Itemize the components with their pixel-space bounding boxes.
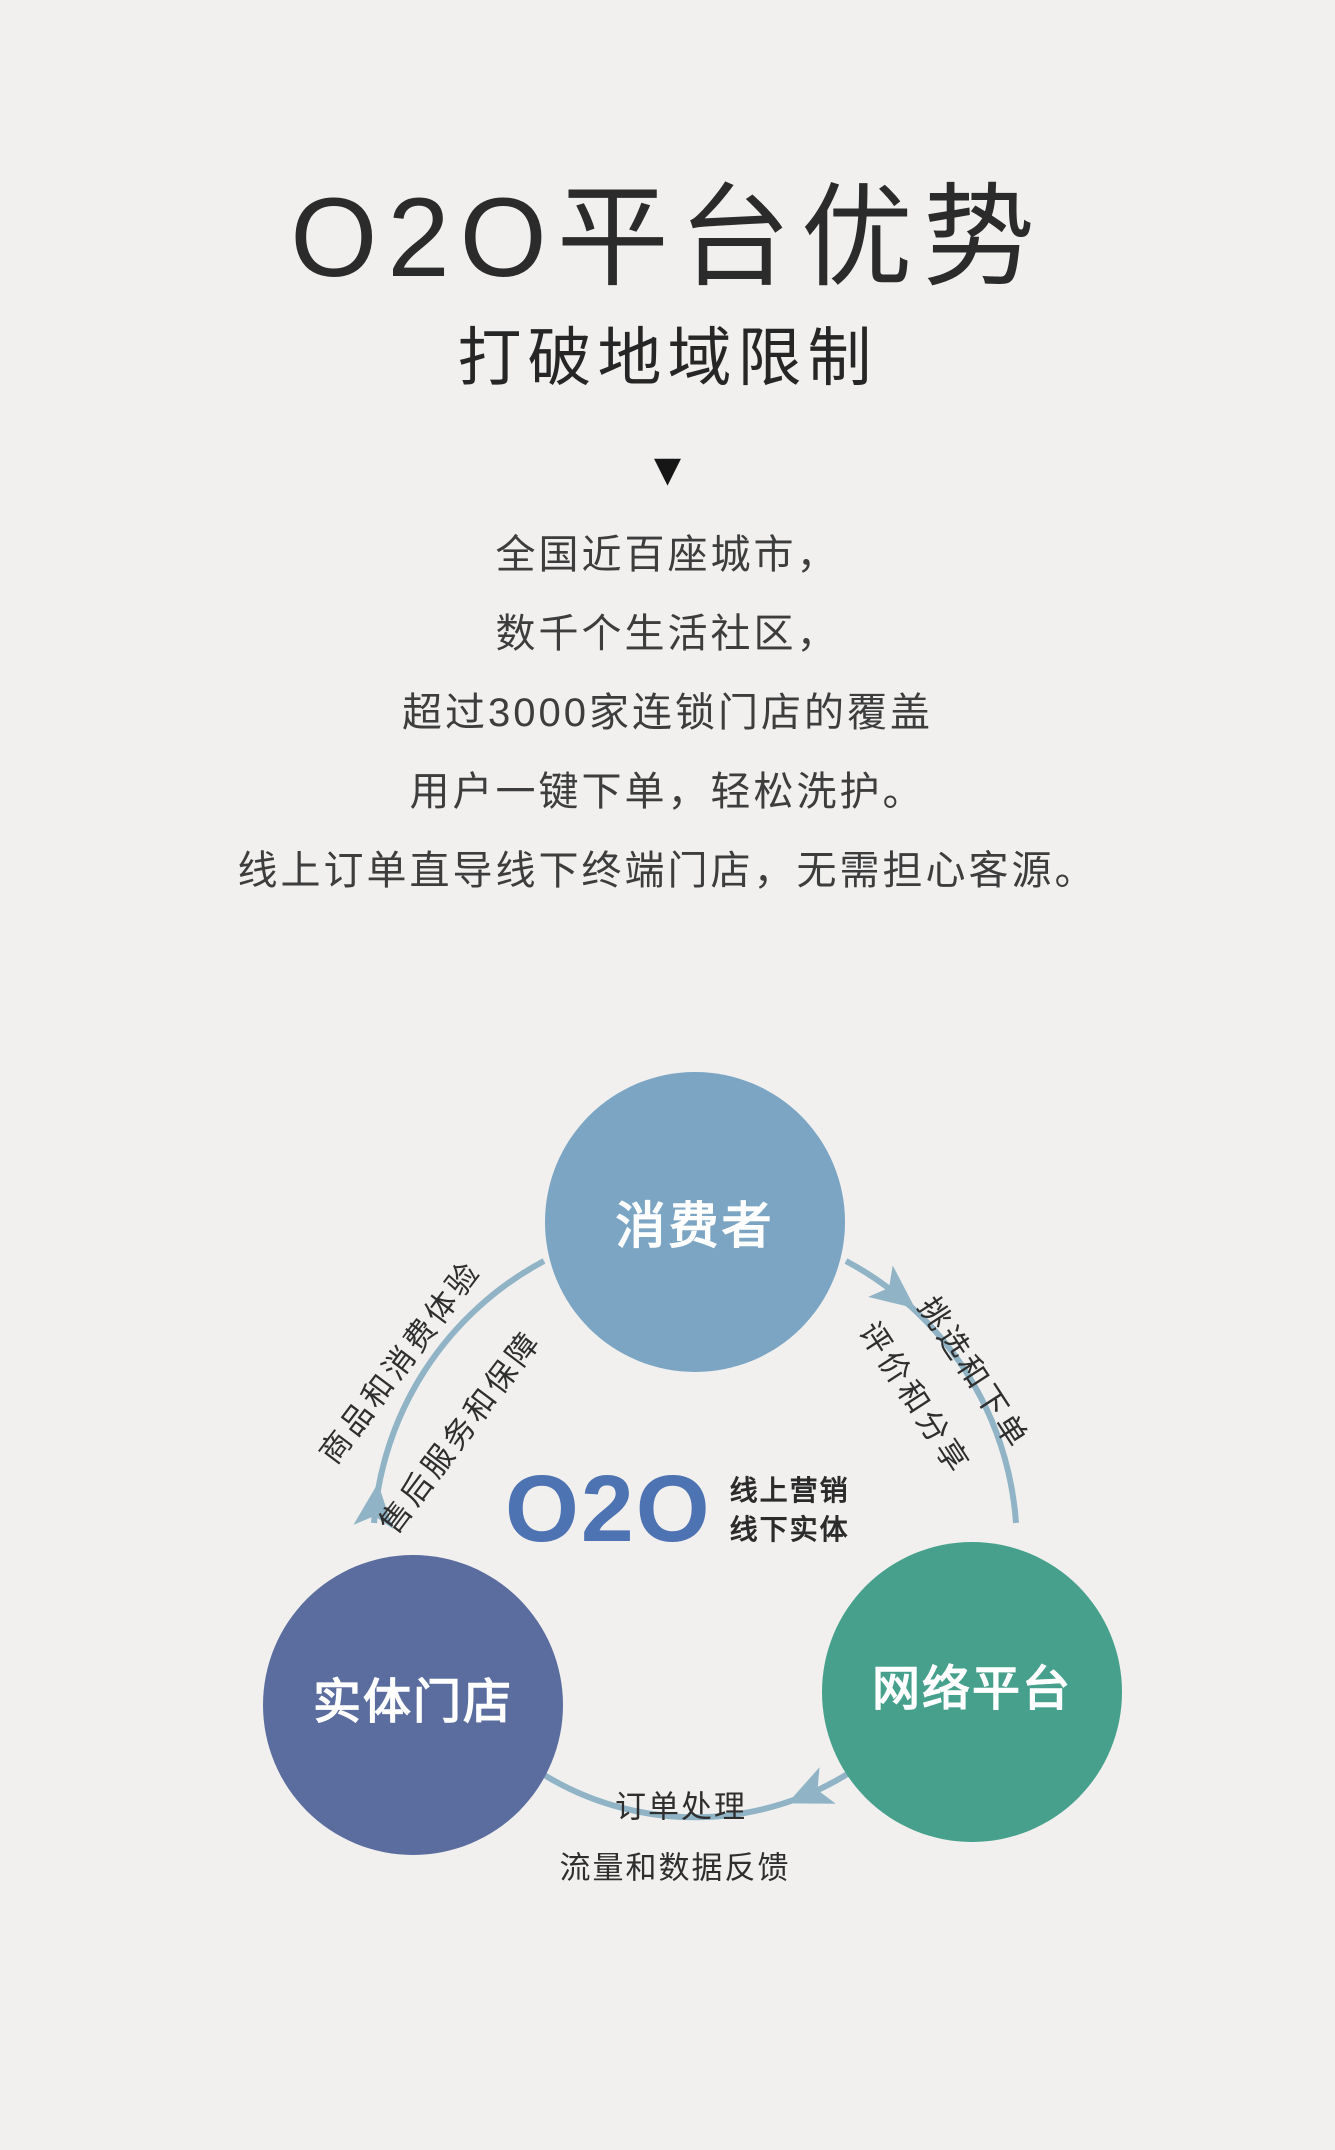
diagram-center: O2O 线上营销 线下实体 [505,1462,850,1557]
arc-store-to-consumer [371,1258,546,1524]
o2o-taglines: 线上营销 线下实体 [730,1471,850,1549]
page-root: { "page": { "title": "O2O平台优势", "subtitl… [0,182,1335,2150]
store-circle [263,1555,563,1855]
platform-circle [822,1542,1122,1842]
consumer-circle-label: 消费者 [615,1198,775,1254]
intro-line: 线上订单直导线下终端门店，无需担心客源。 [237,849,1098,893]
o2o-logo: O2O [505,1456,712,1562]
arrowhead-platform-to-store-icon [787,1767,836,1804]
page-title: O2O平台优势 [290,175,1045,300]
down-triangle-icon: ▼ [644,443,691,495]
consumer-circle [545,1072,845,1372]
header: O2O平台优势 打破地域限制 ▼ 全国近百座城市， 数千个生活社区， 超过300… [0,182,1335,911]
intro-line: 数千个生活社区， [495,612,840,656]
intro-line: 全国近百座城市， [495,533,840,577]
intro-line: 用户一键下单，轻松洗护。 [409,770,926,814]
store-circle-label: 实体门店 [312,1676,513,1729]
intro-line: 超过3000家连锁门店的覆盖 [402,691,933,735]
cycle-diagram-svg [263,1072,1122,1855]
o2o-tagline-online: 线上营销 [729,1474,850,1506]
edge-label-order-processing: 订单处理 [615,1789,747,1825]
arrowhead-store-to-consumer-icon [353,1483,394,1530]
platform-circle-label: 网络平台 [871,1663,1072,1716]
o2o-tagline-offline: 线下实体 [729,1513,850,1545]
arc-consumer-to-platform [844,1258,1019,1524]
page-subtitle: 打破地域限制 [457,322,878,394]
edge-label-traffic-feedback: 流量和数据反馈 [559,1850,791,1886]
intro-paragraph: 全国近百座城市， 数千个生活社区， 超过3000家连锁门店的覆盖 用户一键下单，… [0,516,1335,911]
arrowhead-consumer-to-platform-icon [868,1265,916,1309]
